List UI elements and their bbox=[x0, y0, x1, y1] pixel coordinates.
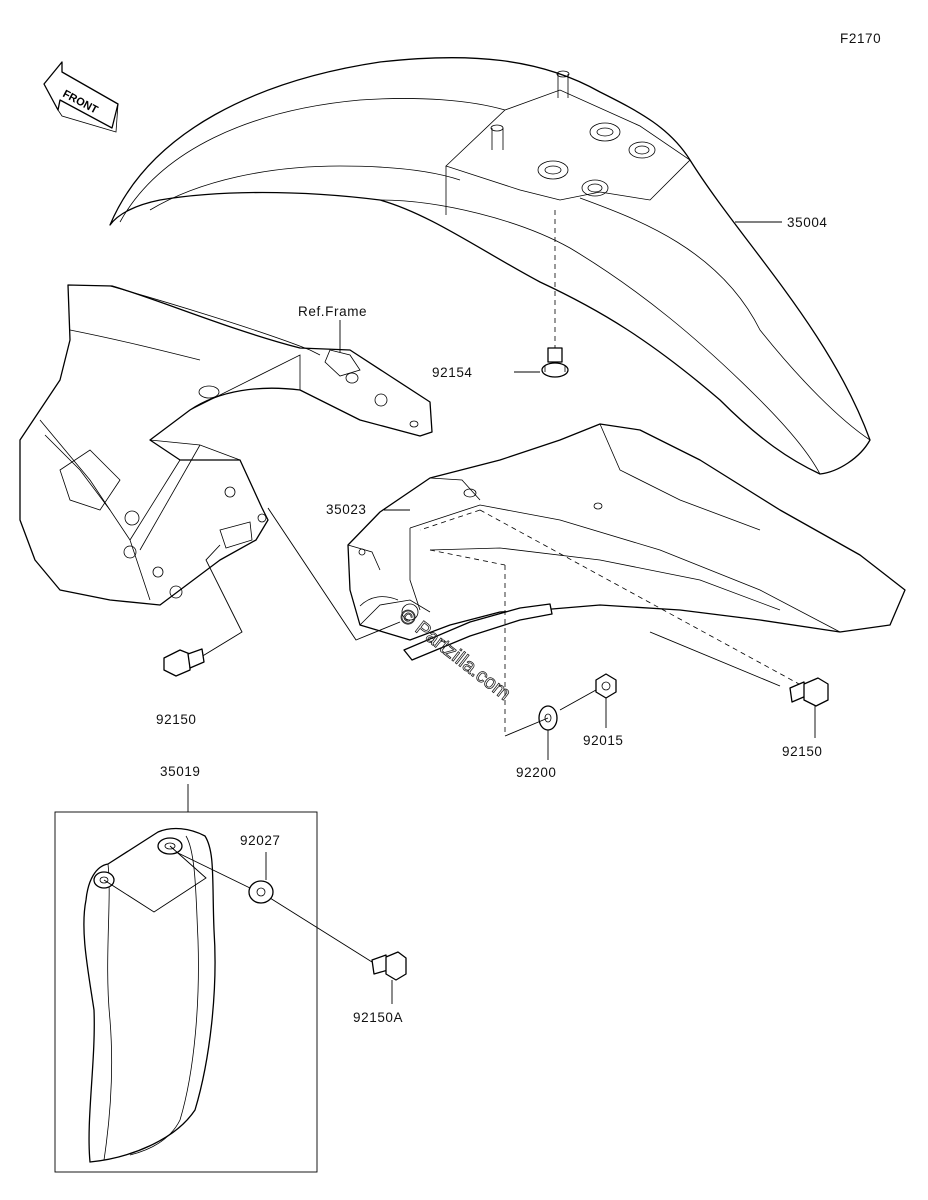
ref-frame-label: Ref.Frame bbox=[298, 304, 367, 319]
guard-35019 bbox=[83, 827, 216, 1163]
label-92154: 92154 bbox=[432, 365, 473, 380]
front-fender-35004 bbox=[109, 57, 871, 475]
screw-92154 bbox=[541, 347, 569, 378]
bolt-92150A bbox=[371, 951, 407, 981]
label-92150-right: 92150 bbox=[782, 744, 823, 759]
figure-code: F2170 bbox=[840, 31, 881, 46]
front-arrow-icon: FRONT bbox=[43, 61, 119, 133]
label-35019: 35019 bbox=[160, 764, 201, 779]
label-35004: 35004 bbox=[787, 215, 828, 230]
label-92150-left: 92150 bbox=[156, 712, 197, 727]
frame-reference bbox=[19, 284, 433, 606]
bolt-92150-left bbox=[163, 648, 205, 677]
grommet-92027 bbox=[248, 880, 274, 904]
bolt-92150-right bbox=[789, 677, 829, 707]
flap-fender-35023 bbox=[347, 423, 906, 661]
label-35023: 35023 bbox=[326, 502, 367, 517]
label-92027: 92027 bbox=[240, 833, 281, 848]
label-92150A: 92150A bbox=[353, 1010, 403, 1025]
label-92200: 92200 bbox=[516, 765, 557, 780]
label-92015: 92015 bbox=[583, 733, 624, 748]
nut-92015 bbox=[595, 673, 617, 699]
guard-kit-box bbox=[54, 811, 318, 1173]
